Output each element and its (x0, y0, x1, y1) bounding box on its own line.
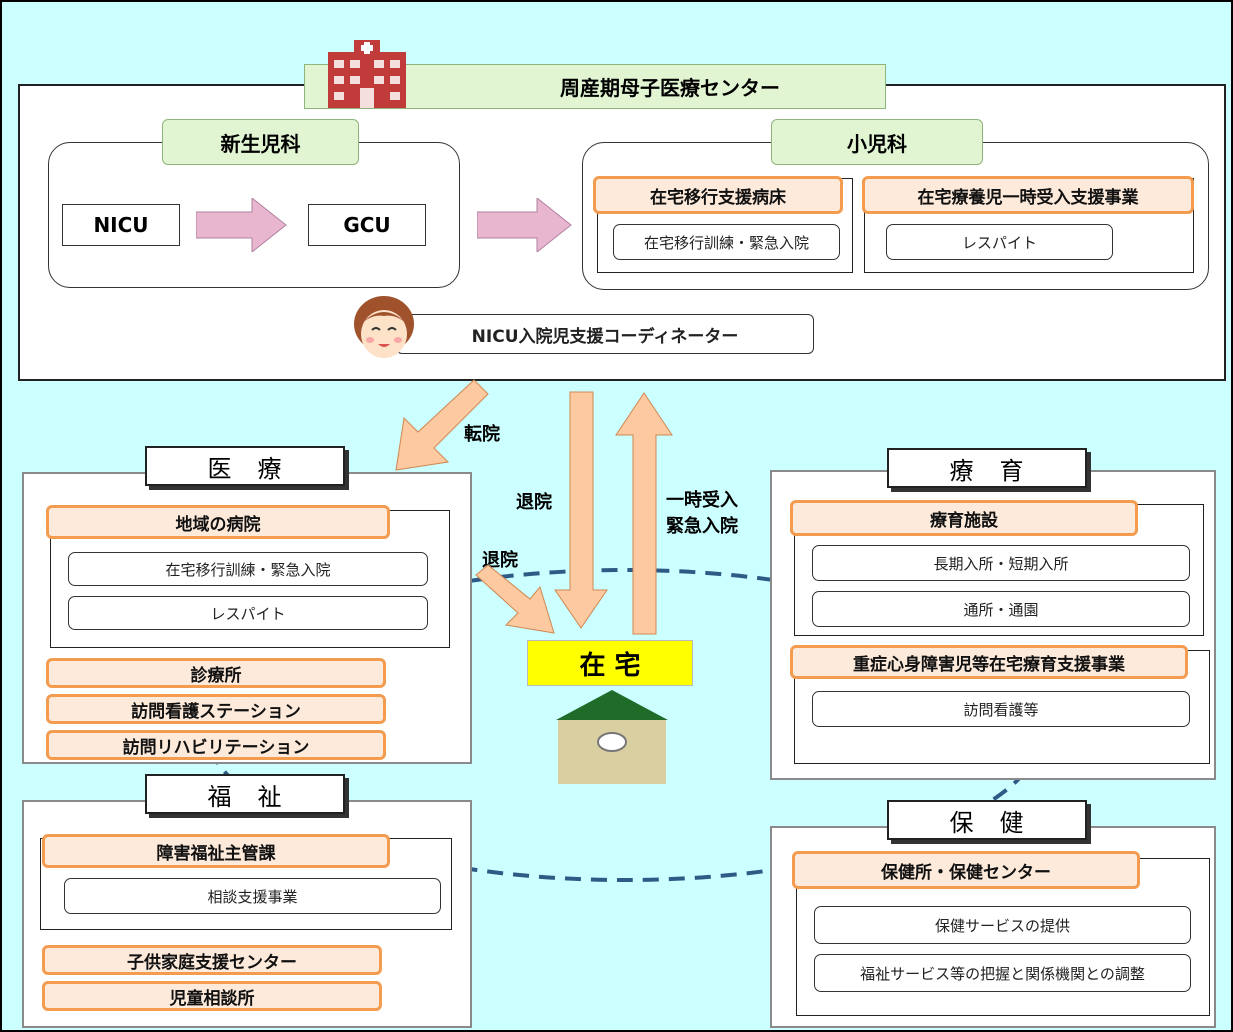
welfare-header: 福 祉 (145, 774, 345, 814)
nicu-box: NICU (62, 204, 180, 246)
disability-dept-title: 障害福祉主管課 (42, 834, 390, 868)
transfer-label: 転院 (464, 424, 500, 445)
gcu-to-pediatrics-arrow (477, 198, 572, 252)
coordinator-box: NICU入院児支援コーディネーター (396, 314, 814, 354)
severe-support-item: 訪問看護等 (812, 691, 1190, 727)
gcu-box: GCU (308, 204, 426, 246)
care-header: 療 育 (887, 448, 1087, 488)
care-facility-item-2: 通所・通園 (812, 591, 1190, 627)
transfer-arrow (395, 379, 489, 471)
discharge-down-arrow (554, 391, 608, 629)
respite-program-item: レスパイト (886, 224, 1113, 260)
hospital-building-icon (328, 40, 406, 108)
local-hospital-item-2: レスパイト (68, 596, 428, 630)
pediatrics-header: 小児科 (771, 119, 983, 165)
temporary-admission-line1: 一時受入 (666, 490, 738, 511)
visiting-nurse-station-box: 訪問看護ステーション (46, 694, 386, 724)
transition-ward-item: 在宅移行訓練・緊急入院 (613, 224, 840, 260)
medical-header: 医 療 (145, 446, 345, 486)
care-facility-item-1: 長期入所・短期入所 (812, 545, 1190, 581)
care-facility-title: 療育施設 (790, 500, 1138, 536)
home-label: 在 宅 (527, 640, 693, 686)
discharge-center-label: 退院 (516, 492, 552, 513)
perinatal-center-title: 周産期母子医療センター (560, 76, 780, 100)
health-center-title: 保健所・保健センター (792, 851, 1140, 889)
neonatal-header: 新生児科 (162, 119, 359, 165)
child-guidance-box: 児童相談所 (42, 981, 382, 1011)
health-header: 保 健 (887, 800, 1087, 840)
family-support-center-box: 子供家庭支援センター (42, 945, 382, 975)
health-center-item-2: 福祉サービス等の把握と関係機関との調整 (814, 954, 1191, 992)
nicu-to-gcu-arrow (196, 198, 287, 252)
clinic-box: 診療所 (46, 658, 386, 688)
transition-ward-title: 在宅移行支援病床 (593, 176, 843, 214)
temporary-admission-line2: 緊急入院 (666, 516, 738, 537)
local-hospital-title: 地域の病院 (46, 505, 390, 539)
local-hospital-item-1: 在宅移行訓練・緊急入院 (68, 552, 428, 586)
admission-up-arrow (615, 392, 673, 635)
visiting-rehab-box: 訪問リハビリテーション (46, 730, 386, 760)
discharge-left-label: 退院 (482, 550, 518, 571)
respite-program-title: 在宅療養児一時受入支援事業 (862, 176, 1194, 214)
house-icon (556, 690, 668, 784)
health-center-item-1: 保健サービスの提供 (814, 906, 1191, 944)
disability-dept-item: 相談支援事業 (64, 878, 441, 914)
temporary-admission-label: 一時受入 緊急入院 (666, 488, 738, 540)
severe-support-title: 重症心身障害児等在宅療育支援事業 (790, 645, 1188, 679)
discharge-left-arrow (475, 565, 555, 634)
coordinator-avatar-icon (354, 296, 414, 358)
